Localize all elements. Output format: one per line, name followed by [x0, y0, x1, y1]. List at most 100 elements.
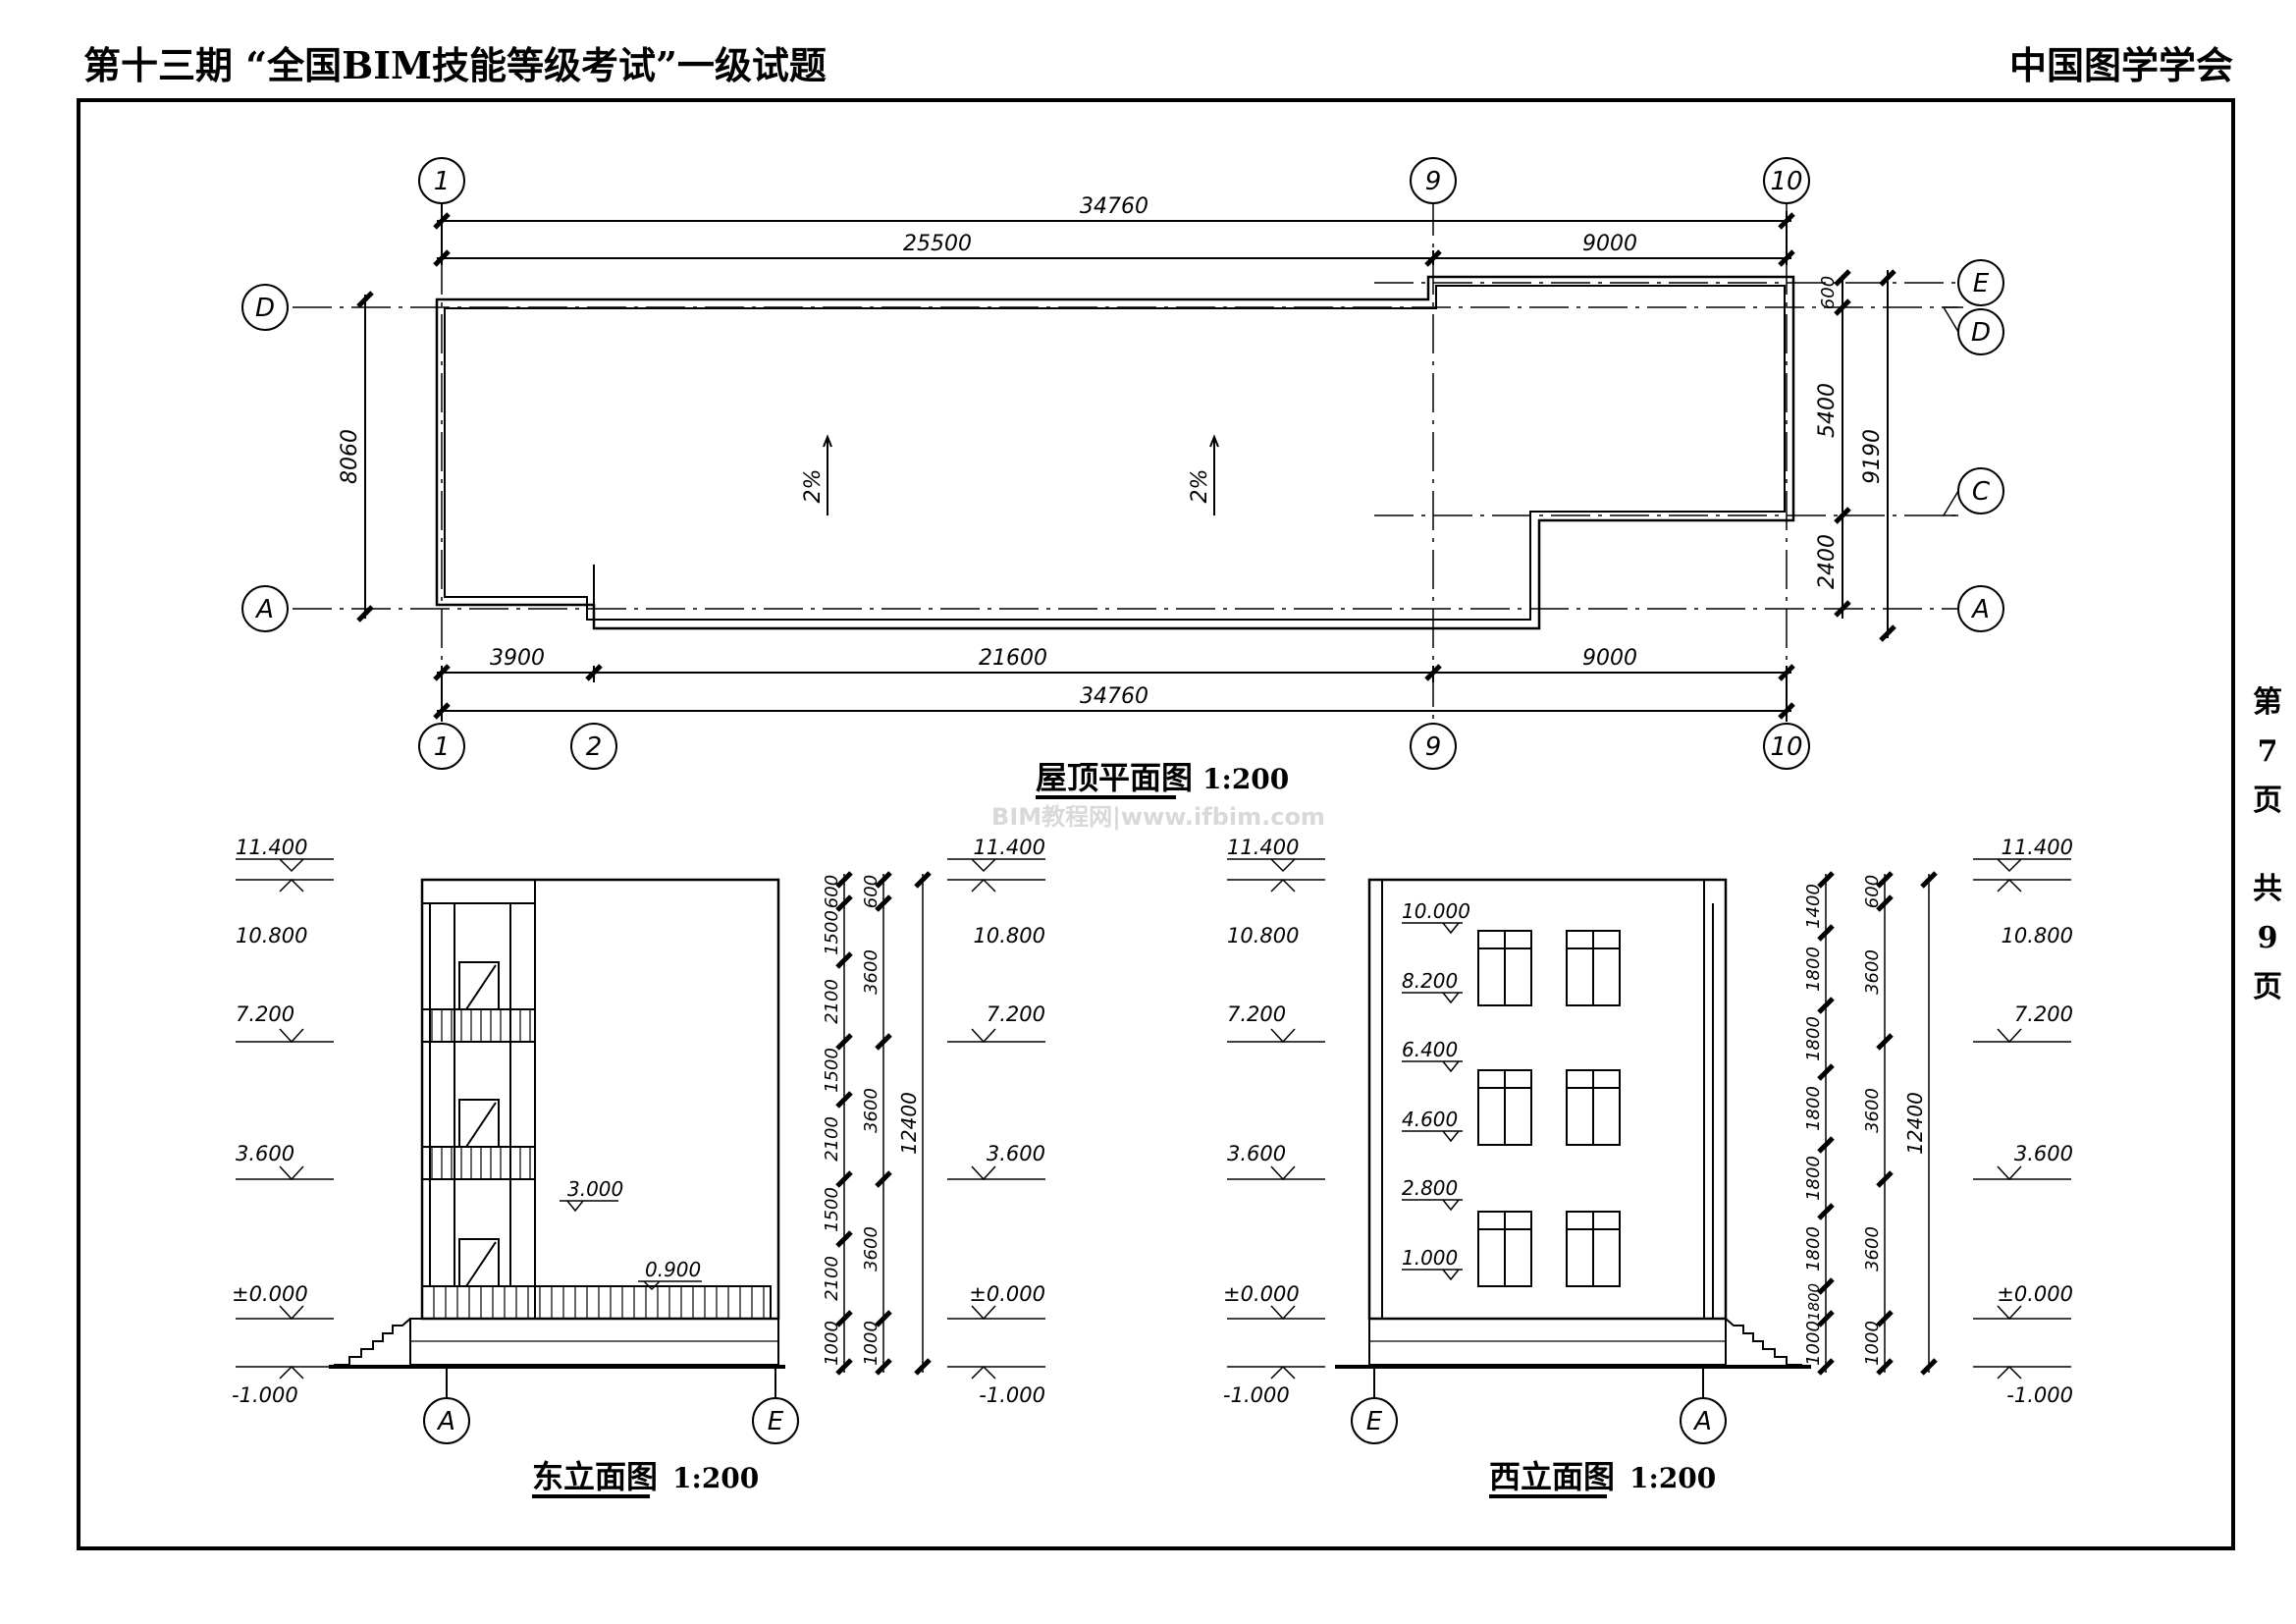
east-dim-b-4: 3600 [861, 1226, 881, 1272]
svg-text:A: A [436, 1407, 455, 1436]
west-level-left-7200: 7.200 [1227, 1002, 1286, 1026]
east-level-marks-left [236, 858, 334, 1380]
dim-right-a: 600 [1818, 276, 1839, 309]
east-elevation-scale: 1:200 [672, 1462, 759, 1494]
axis-bubble-right-E: E [1957, 259, 2004, 306]
west-dim-b-2: 3600 [1862, 949, 1883, 995]
dim-left: 8060 [338, 429, 362, 484]
dim-right-c: 2400 [1815, 534, 1840, 589]
dim-top-b: 9000 [1582, 232, 1637, 256]
watermark: BIM教程网|www.ifbim.com [991, 803, 1325, 831]
east-dim-b-3: 3600 [861, 1088, 881, 1133]
west-axis-A: A [1680, 1397, 1727, 1444]
west-dim-b-3: 3600 [1862, 1088, 1883, 1133]
east-inner-level-0900: 0.900 [645, 1258, 701, 1281]
svg-text:C: C [1972, 477, 1991, 507]
east-level-right-m1000: -1.000 [979, 1383, 1045, 1407]
roof-plan-dims: 34760 25500 9000 3900 21600 9000 34760 8… [338, 194, 1885, 709]
svg-text:1: 1 [434, 732, 451, 762]
axis-bubble-top-9: 9 [1410, 157, 1457, 204]
west-level-right-7200: 7.200 [2014, 1002, 2073, 1026]
svg-text:A: A [254, 595, 274, 624]
west-level-right-0000: ±0.000 [1997, 1282, 2073, 1306]
axis-bubble-right-A: A [1957, 585, 2004, 632]
axis-bubble-left-A: A [241, 585, 289, 632]
west-dim-b-5: 1000 [1862, 1321, 1883, 1366]
east-level-left-7200: 7.200 [236, 1002, 294, 1026]
dim-bot-b: 21600 [979, 646, 1047, 671]
east-level-right-11400: 11.400 [974, 836, 1045, 859]
east-level-left-11400: 11.400 [236, 836, 307, 859]
west-dim-b-1: 600 [1862, 875, 1883, 908]
axis-bubble-bottom-9: 9 [1410, 723, 1457, 770]
page-marker-6: 页 [2253, 970, 2282, 1004]
west-dim-a-6: 1800 [1803, 1226, 1824, 1272]
west-dim-a-1: 1400 [1803, 884, 1824, 929]
dim-bot-a: 3900 [490, 646, 545, 671]
svg-text:9: 9 [1425, 732, 1442, 762]
east-dim-a-8: 1000 [822, 1321, 842, 1366]
axis-bubble-bottom-10: 10 [1763, 723, 1810, 770]
axis-bubble-top-1: 1 [418, 157, 465, 204]
west-dim-a-5: 1800 [1803, 1156, 1824, 1201]
west-dim-total: 12400 [1903, 1092, 1927, 1155]
west-dim-a-8: 1000 [1803, 1321, 1824, 1366]
west-level-right-10800: 10.800 [2002, 924, 2073, 947]
svg-text:E: E [768, 1407, 784, 1436]
page-marker-2: 7 [2258, 734, 2278, 769]
slope-label-2: 2% [1188, 469, 1212, 504]
east-level-left-m1000: -1.000 [232, 1383, 298, 1407]
dim-top-a: 25500 [903, 232, 972, 256]
page-marker-1: 第 [2253, 685, 2282, 720]
east-dim-a-5: 2100 [822, 1116, 842, 1162]
west-window-level-10000: 10.000 [1402, 899, 1470, 923]
west-dim-b-4: 3600 [1862, 1226, 1883, 1272]
header-right: 中国图学学会 [2009, 43, 2233, 87]
east-level-left-10800: 10.800 [236, 924, 307, 947]
svg-text:2: 2 [586, 732, 603, 762]
west-dim-a-3: 1800 [1803, 1016, 1824, 1061]
svg-text:E: E [1366, 1407, 1383, 1436]
east-dim-a-3: 2100 [822, 979, 842, 1024]
axis-bubble-top-10: 10 [1763, 157, 1810, 204]
east-dim-a-1: 600 [822, 875, 842, 908]
dim-right-b: 5400 [1815, 383, 1840, 438]
east-level-right-0000: ±0.000 [969, 1282, 1045, 1306]
svg-text:D: D [1971, 318, 1991, 348]
dim-right-total: 9190 [1860, 429, 1885, 484]
dim-bot-c: 9000 [1582, 646, 1637, 671]
svg-text:A: A [1970, 595, 1990, 624]
header-left: 第十三期 “全国BIM技能等级考试”一级试题 [83, 43, 827, 87]
east-dim-a-6: 1500 [822, 1187, 842, 1232]
east-dim-a-4: 1500 [822, 1048, 842, 1093]
roof-plan [293, 196, 1963, 722]
west-window-level-6400: 6.400 [1402, 1038, 1458, 1061]
west-dim-a-4: 1800 [1803, 1086, 1824, 1131]
west-axis-E: E [1351, 1397, 1398, 1444]
east-level-right-3600: 3.600 [987, 1142, 1045, 1165]
east-axis-E: E [752, 1397, 799, 1444]
east-level-right-7200: 7.200 [987, 1002, 1045, 1026]
west-window-level-8200: 8.200 [1402, 969, 1458, 993]
east-elevation-title: 东立面图 [532, 1458, 658, 1495]
roof-plan-title-text: 屋顶平面图 [1036, 759, 1193, 796]
west-level-right-m1000: -1.000 [2006, 1383, 2073, 1407]
svg-text:1: 1 [434, 167, 451, 196]
east-level-left-0000: ±0.000 [232, 1282, 308, 1306]
svg-text:A: A [1692, 1407, 1712, 1436]
axis-bubble-left-D: D [241, 284, 289, 331]
dim-top-total: 34760 [1080, 194, 1148, 219]
west-elevation-scale: 1:200 [1629, 1462, 1716, 1494]
east-dim-a-7: 2100 [822, 1256, 842, 1301]
west-level-left-3600: 3.600 [1227, 1142, 1286, 1165]
roof-plan-scale: 1:200 [1202, 763, 1289, 795]
roof-plan-title: 屋顶平面图 1:200 [1036, 759, 1289, 799]
east-inner-level-3000: 3.000 [567, 1177, 623, 1201]
sheet-border [77, 98, 2235, 1550]
svg-text:E: E [1973, 269, 1990, 298]
axis-bubble-right-D: D [1957, 308, 2004, 355]
svg-text:10: 10 [1770, 732, 1802, 762]
axis-bubble-bottom-1: 1 [418, 723, 465, 770]
west-window-level-1000: 1.000 [1402, 1246, 1458, 1270]
svg-text:10: 10 [1770, 167, 1802, 196]
